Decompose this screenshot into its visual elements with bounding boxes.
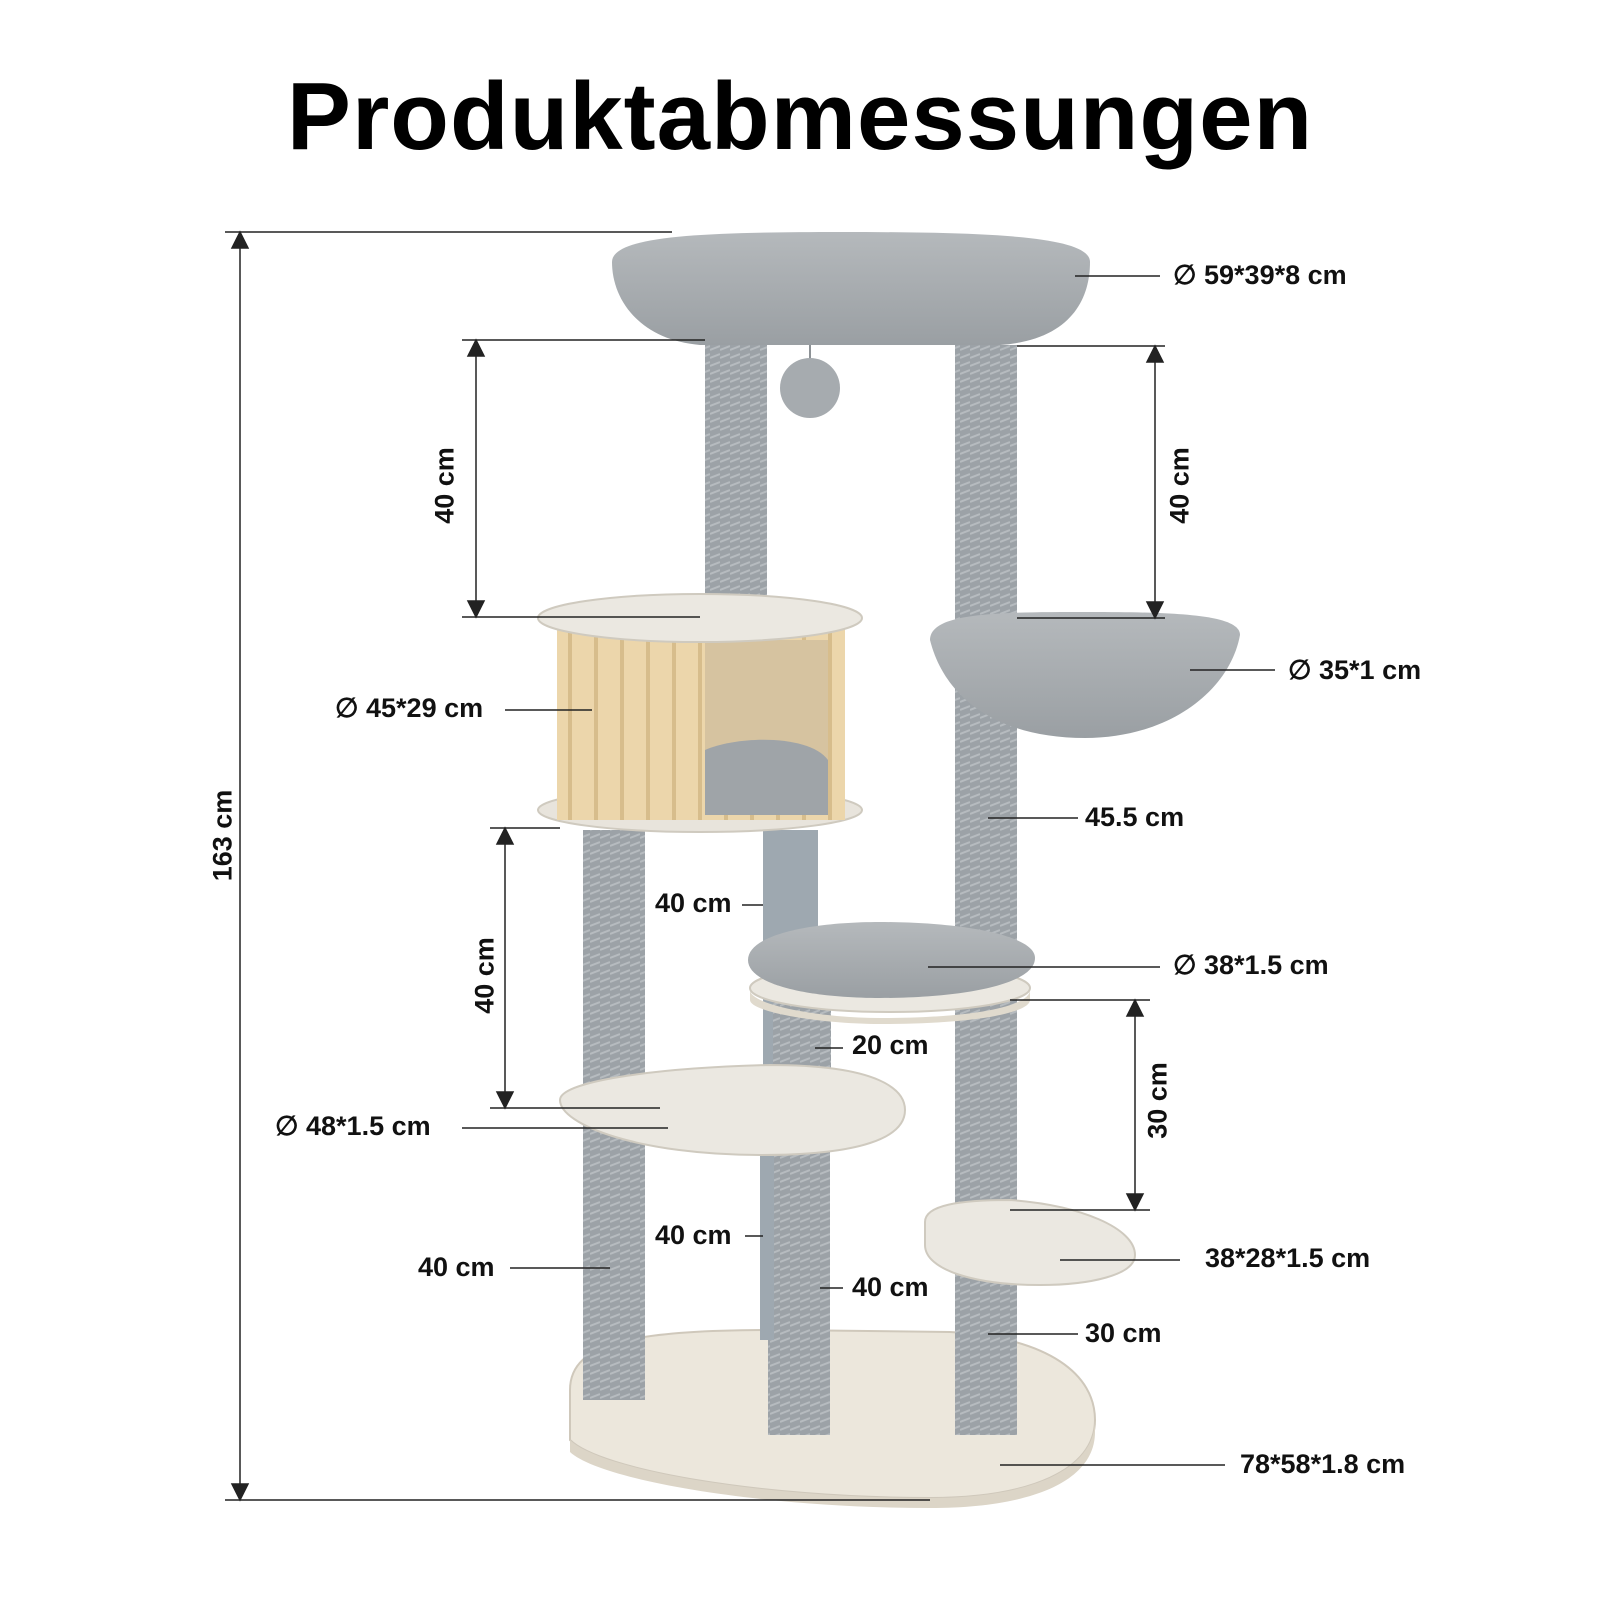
right-post-mid-label: 45.5 cm — [1085, 802, 1185, 832]
middle-bed — [748, 922, 1035, 1024]
small-platform-label: 38*28*1.5 cm — [1205, 1243, 1371, 1273]
upper-left-post-label: 40 cm — [429, 447, 460, 524]
left-post-mid-label: 40 cm — [469, 937, 500, 1014]
short-post-label: 20 cm — [852, 1030, 929, 1060]
small-platform — [924, 1198, 1137, 1287]
left-post-upper — [705, 340, 767, 620]
hammock — [930, 612, 1240, 738]
center-post-low-label: 40 cm — [655, 1220, 732, 1250]
center-post-thin — [760, 1150, 774, 1340]
page-title: Produktabmessungen — [286, 63, 1314, 170]
center-post-low — [768, 1150, 830, 1435]
right-spacing-label: 30 cm — [1142, 1062, 1173, 1139]
center-post-mid-label: 40 cm — [655, 888, 732, 918]
condo — [537, 593, 863, 833]
hammock-label: ∅ 35*1 cm — [1288, 655, 1422, 685]
upper-right-post-label: 40 cm — [1164, 447, 1195, 524]
left-platform-label: ∅ 48*1.5 cm — [275, 1111, 431, 1141]
left-post-low-label: 40 cm — [418, 1252, 495, 1282]
middle-bed-label: ∅ 38*1.5 cm — [1173, 950, 1329, 980]
right-post-low-label: 30 cm — [1085, 1318, 1162, 1348]
top-bed-label: ∅ 59*39*8 cm — [1173, 260, 1347, 290]
condo-label: ∅ 45*29 cm — [335, 693, 484, 723]
base-label: 78*58*1.8 cm — [1240, 1449, 1406, 1479]
total-height-label: 163 cm — [207, 789, 238, 882]
center-post-base-label: 40 cm — [852, 1272, 929, 1302]
top-bed — [612, 232, 1090, 418]
dimension-lines — [225, 230, 1275, 1502]
left-platform — [558, 1063, 907, 1157]
